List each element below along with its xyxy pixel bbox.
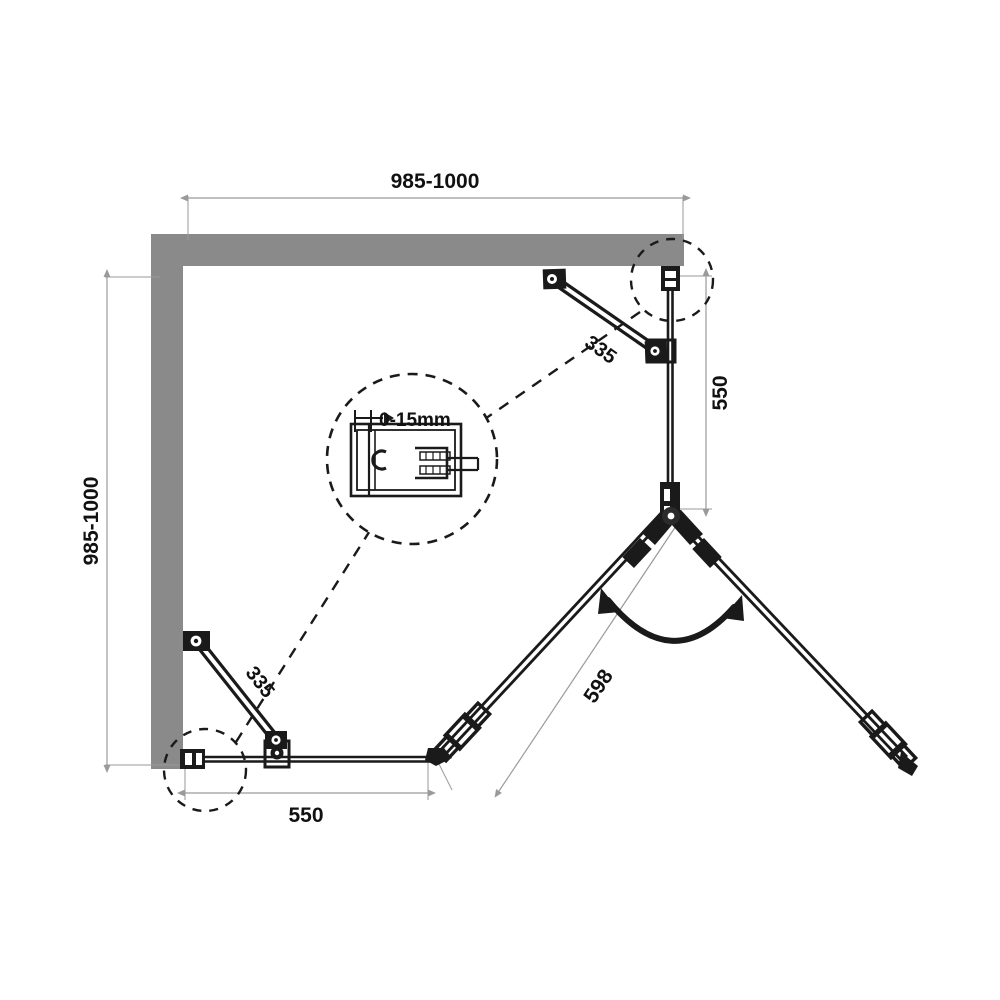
detail-callout-profile: 0-15mm bbox=[325, 372, 499, 546]
support-bar-top-joint-lower bbox=[644, 340, 668, 362]
detail-leader-bottom bbox=[234, 517, 380, 743]
wall-bracket-top bbox=[661, 266, 680, 291]
wall-bracket-bottom bbox=[180, 749, 205, 769]
wall-group bbox=[151, 234, 684, 769]
support-bar-bottom: 335 bbox=[183, 631, 287, 749]
wall-left bbox=[151, 234, 183, 769]
dimension-label-left-height: 985-1000 bbox=[80, 477, 103, 566]
detail-clip-icon bbox=[371, 449, 387, 471]
fixed-panel-right bbox=[666, 272, 674, 512]
dimension-label-bottom-horizontal: 550 bbox=[288, 804, 323, 827]
detail-label-gap: 0-15mm bbox=[379, 410, 451, 431]
dimension-top-width: 985-1000 bbox=[180, 170, 691, 240]
detail-leader-top bbox=[465, 311, 641, 433]
dimension-left-height: 985-1000 bbox=[80, 269, 190, 773]
pivot-hinge bbox=[622, 507, 722, 568]
fixed-panel-bottom bbox=[186, 755, 437, 763]
dimension-label-door-diagonal: 598 bbox=[579, 665, 618, 707]
detail-circle-bottom-left bbox=[162, 727, 248, 813]
wall-top bbox=[151, 234, 684, 266]
swing-arc-indicator bbox=[598, 588, 744, 644]
dimension-label-top-width: 985-1000 bbox=[391, 170, 480, 193]
handle-right[interactable] bbox=[857, 708, 919, 776]
detail-profile-inner bbox=[356, 429, 456, 491]
dimension-label-right-vertical: 550 bbox=[709, 375, 732, 410]
dimension-bottom-horizontal: 550 bbox=[177, 750, 436, 827]
handle-left[interactable] bbox=[425, 700, 493, 766]
support-bar-top: 335 bbox=[542, 268, 668, 369]
support-bar-top-joint-upper bbox=[542, 268, 567, 290]
detail-callout-circle bbox=[325, 372, 499, 546]
detail-profile-outer bbox=[349, 422, 463, 498]
detail-circle-top-right bbox=[629, 237, 715, 323]
support-bar-bottom-joint-lower bbox=[265, 731, 287, 749]
support-bar-bottom-joint-upper bbox=[183, 631, 210, 651]
dimension-door-diagonal: 598 bbox=[437, 513, 691, 798]
dimension-right-vertical: 550 bbox=[672, 268, 732, 517]
